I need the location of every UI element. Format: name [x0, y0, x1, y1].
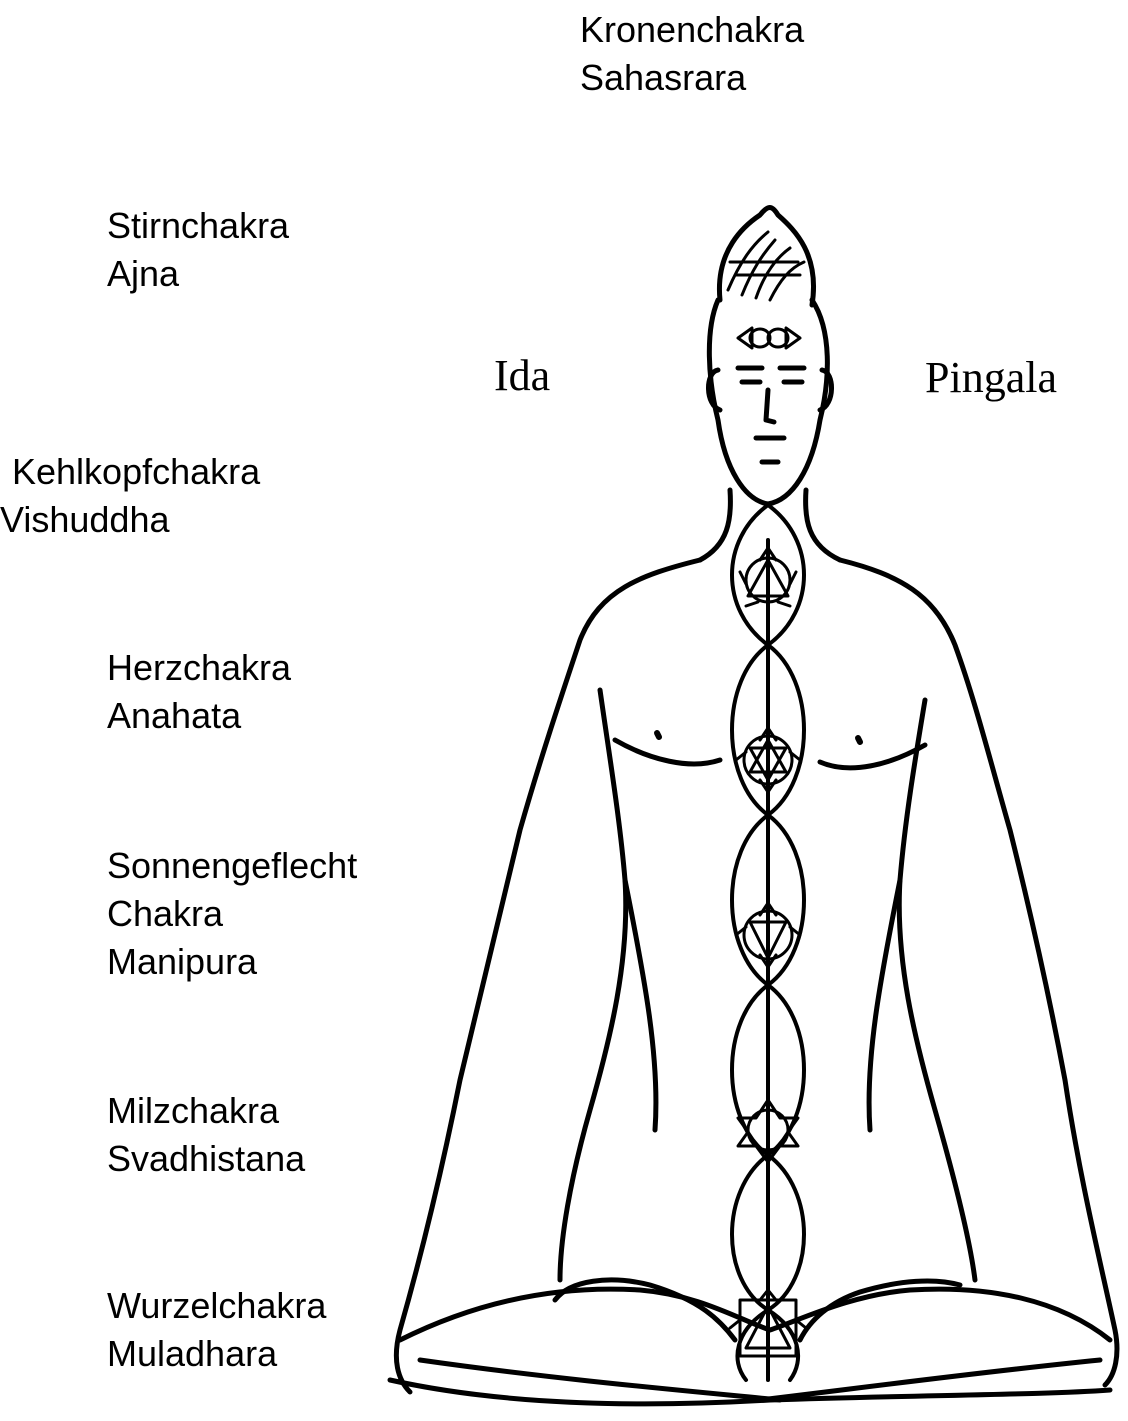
- torso-right: [869, 880, 900, 1130]
- label-brow-chakra: Stirnchakra Ajna: [107, 202, 289, 298]
- label-sacral-chakra-line1: Milzchakra: [107, 1087, 305, 1135]
- left-shoulder-arm: [396, 560, 700, 1392]
- label-crown-chakra-line2: Sahasrara: [580, 54, 804, 102]
- label-heart-chakra-line2: Anahata: [107, 692, 291, 740]
- label-throat-chakra: Kehlkopfchakra Vishuddha: [12, 448, 260, 544]
- chest-right: [820, 745, 925, 768]
- label-ida-channel: Ida: [494, 350, 550, 401]
- left-nipple: [657, 733, 659, 737]
- right-inner-arm: [899, 700, 975, 1280]
- hair-texture: [728, 232, 804, 300]
- torso-left: [625, 880, 656, 1130]
- label-crown-chakra: Kronenchakra Sahasrara: [580, 6, 804, 102]
- label-crown-chakra-line1: Kronenchakra: [580, 6, 804, 54]
- left-inner-arm: [560, 690, 626, 1280]
- label-root-chakra-line1: Wurzelchakra: [107, 1282, 326, 1330]
- right-nipple: [858, 738, 860, 742]
- label-sacral-chakra: Milzchakra Svadhistana: [107, 1087, 305, 1183]
- label-throat-chakra-line1: Kehlkopfchakra: [12, 448, 260, 496]
- label-solar-plexus-chakra-line2: Chakra: [107, 890, 369, 938]
- label-heart-chakra: Herzchakra Anahata: [107, 644, 291, 740]
- label-solar-plexus-chakra-line3: Manipura: [107, 938, 369, 986]
- label-solar-plexus-chakra-line1: Sonnengeflecht: [107, 842, 369, 890]
- label-solar-plexus-chakra: Sonnengeflecht Chakra Manipura: [107, 842, 369, 986]
- label-root-chakra: Wurzelchakra Muladhara: [107, 1282, 326, 1378]
- neck-right: [806, 490, 840, 560]
- chest-left: [615, 740, 720, 764]
- label-throat-chakra-line2: Vishuddha: [0, 496, 260, 544]
- neck-left: [700, 490, 730, 560]
- hair-outline: [719, 208, 813, 306]
- label-brow-chakra-line2: Ajna: [107, 250, 289, 298]
- label-heart-chakra-line1: Herzchakra: [107, 644, 291, 692]
- label-sacral-chakra-line2: Svadhistana: [107, 1135, 305, 1183]
- nose: [766, 390, 774, 422]
- label-brow-chakra-line1: Stirnchakra: [107, 202, 289, 250]
- label-pingala-channel: Pingala: [925, 352, 1057, 403]
- crossed-legs-bottom: [390, 1380, 1110, 1404]
- label-root-chakra-line2: Muladhara: [107, 1330, 326, 1378]
